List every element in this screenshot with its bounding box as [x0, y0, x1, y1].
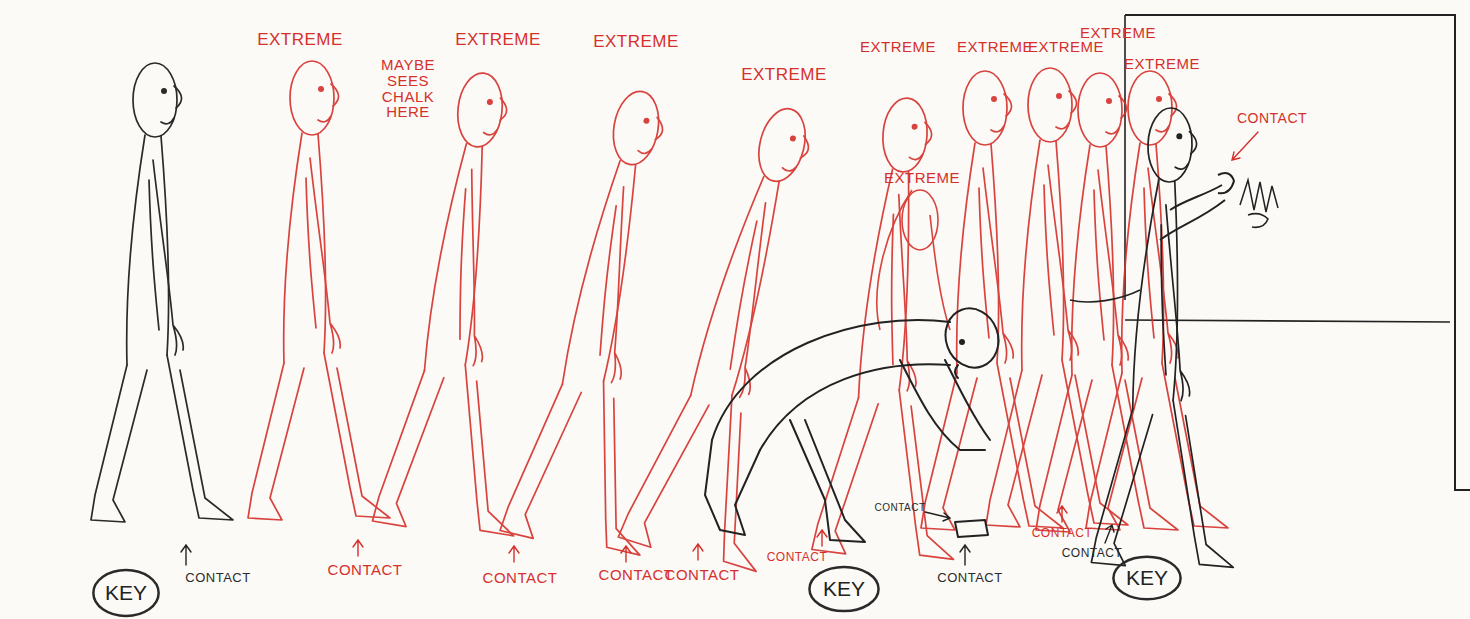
extreme-note: EXTREME: [257, 31, 343, 49]
key-pose-arm: [900, 360, 990, 450]
extreme-note: EXTREME: [884, 170, 960, 186]
annotation-note: MAYBE SEES CHALK HERE: [377, 57, 439, 120]
contact-arrow: [353, 540, 363, 556]
key-label: KEY: [1112, 555, 1182, 601]
key-pose-eye: [959, 339, 965, 345]
extreme-note: EXTREME: [860, 39, 936, 55]
key-pose-back: [712, 320, 950, 440]
key-marker: KEY: [92, 568, 160, 618]
contact-note: CONTACT: [874, 503, 925, 514]
extreme-note: EXTREME: [1028, 39, 1104, 55]
extreme-pose-head: [902, 190, 938, 250]
key-marker: KEY: [808, 565, 880, 613]
extreme-pose-figure: [372, 67, 561, 538]
extreme-pose-figure: [812, 94, 986, 562]
extreme-note: EXTREME: [741, 66, 827, 84]
contact-arrow: [960, 545, 970, 565]
key-pose-figure: [1091, 106, 1249, 570]
extreme-note: EXTREME: [455, 31, 541, 49]
contact-arrow: [509, 546, 519, 562]
extreme-note: EXTREME: [593, 33, 679, 51]
key-pose-leg: [705, 440, 760, 535]
contact-arrow: [1105, 525, 1114, 543]
contact-note: CONTACT: [665, 567, 740, 583]
key-pose-leg: [790, 420, 865, 542]
key-pose-nose: [955, 365, 958, 378]
contact-note: CONTACT: [1237, 111, 1307, 126]
contact-note: CONTACT: [937, 571, 1002, 585]
contact-arrow: [1057, 506, 1067, 522]
key-marker: KEY: [1112, 555, 1182, 601]
extreme-pose-figure: [986, 68, 1128, 527]
extreme-note: EXTREME: [957, 39, 1033, 55]
extreme-pose-figure: [877, 190, 950, 330]
contact-arrow: [693, 544, 703, 560]
contact-arrow: [1232, 132, 1258, 160]
contact-arrow: [181, 545, 191, 565]
contact-arrow: [925, 512, 950, 521]
contact-note: CONTACT: [599, 567, 674, 583]
extreme-note: EXTREME: [1080, 25, 1156, 41]
extreme-pose-figure: [500, 80, 720, 557]
reaching-arm: [1070, 214, 1268, 302]
extreme-pose-figure: [248, 61, 390, 520]
chalk-tray: [1125, 320, 1450, 322]
chalk: [955, 520, 988, 537]
key-label: KEY: [92, 568, 160, 618]
chalk-scribble: [1240, 180, 1278, 212]
extreme-note: EXTREME: [1124, 56, 1200, 72]
contact-note: CONTACT: [1062, 547, 1123, 560]
key-label: KEY: [808, 565, 880, 613]
contact-note: CONTACT: [185, 571, 250, 585]
contact-note: CONTACT: [767, 551, 828, 564]
key-pose-front: [760, 364, 950, 450]
contact-arrow: [817, 530, 827, 546]
key-pose-figure: [91, 63, 233, 522]
contact-note: CONTACT: [328, 562, 403, 578]
writing-arm: [1160, 173, 1234, 240]
contact-note: CONTACT: [483, 570, 558, 586]
contact-arrow: [621, 546, 631, 562]
extreme-pose-figure: [1036, 73, 1178, 532]
contact-note: CONTACT: [1032, 527, 1093, 540]
